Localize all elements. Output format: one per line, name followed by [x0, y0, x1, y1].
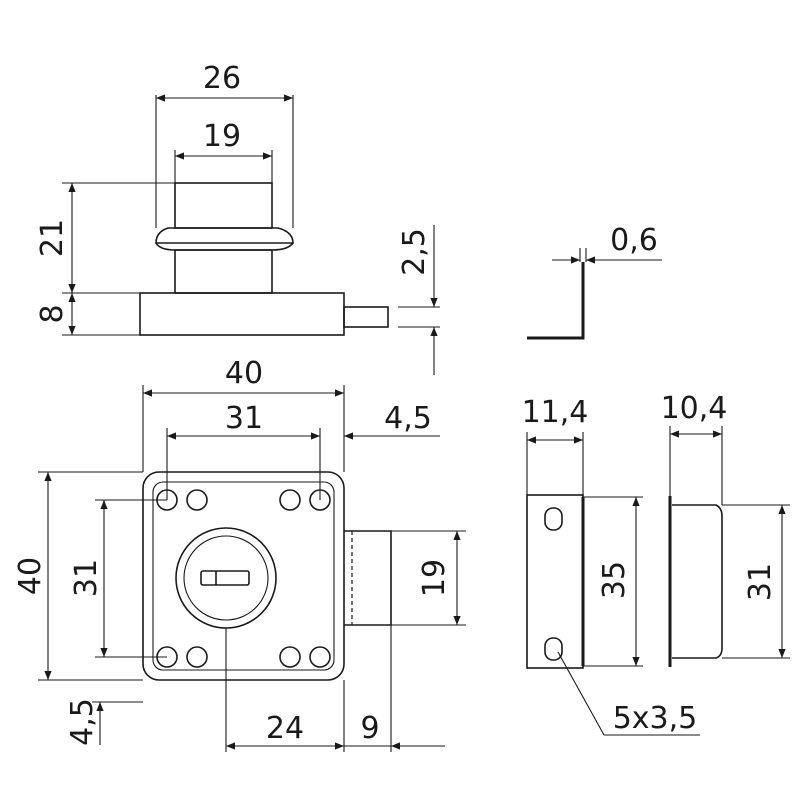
dim-label-24: 24: [266, 711, 304, 746]
hole: [279, 489, 301, 511]
front-view-body: [142, 471, 345, 681]
dim-label-31-height: 31: [69, 559, 104, 597]
top-view-cylinder-neck: [174, 249, 273, 294]
dim-label-0-6: 0,6: [610, 223, 658, 258]
dim-label-4-5-bottom: 4,5: [65, 698, 100, 746]
dim-label-8: 8: [35, 304, 70, 323]
hole: [186, 489, 208, 511]
angle-detail: 0,6: [527, 223, 662, 340]
dim-label-40-width: 40: [225, 356, 263, 391]
hole: [279, 646, 301, 668]
hole: [186, 646, 208, 668]
top-view-body: [139, 292, 345, 336]
dim-label-11-4: 11,4: [522, 395, 589, 430]
dim-label-21: 21: [35, 219, 70, 257]
dim-label-26: 26: [203, 61, 241, 96]
dim-label-9: 9: [360, 711, 379, 746]
dim-label-19-top: 19: [203, 119, 241, 154]
top-view-cylinder-head: [174, 182, 273, 229]
dim-label-4-5-top: 4,5: [384, 401, 432, 436]
front-view-bolt: [344, 530, 392, 626]
dim-label-19-bolt: 19: [417, 559, 452, 597]
side-plate-view: 10,4 31: [661, 391, 790, 667]
dim-label-31-side: 31: [743, 563, 778, 601]
side-plate: [672, 504, 723, 659]
strike-plate-slot: [544, 637, 563, 661]
front-view: 40 31 4,5 40 31 19 4,5 24: [13, 356, 466, 752]
dim-label-2-5: 2,5: [397, 228, 432, 276]
keyhole: [200, 570, 250, 586]
key-cylinder: [175, 527, 277, 629]
hole: [309, 646, 331, 668]
top-view: 26 19 21 8 2,5: [35, 61, 440, 375]
strike-plate-slot: [544, 507, 563, 531]
top-view-bolt: [343, 306, 389, 328]
dim-label-31-width: 31: [225, 401, 263, 436]
dim-label-10-4: 10,4: [661, 391, 728, 426]
dim-label-35: 35: [597, 561, 632, 599]
dim-label-40-height: 40: [13, 557, 48, 595]
angle-profile: [527, 262, 585, 340]
top-view-flange: [155, 227, 294, 244]
strike-plate: [526, 494, 584, 669]
dim-label-5x3-5: 5x3,5: [613, 701, 698, 736]
strike-plate-view: 11,4 35 5x3,5: [522, 395, 700, 736]
